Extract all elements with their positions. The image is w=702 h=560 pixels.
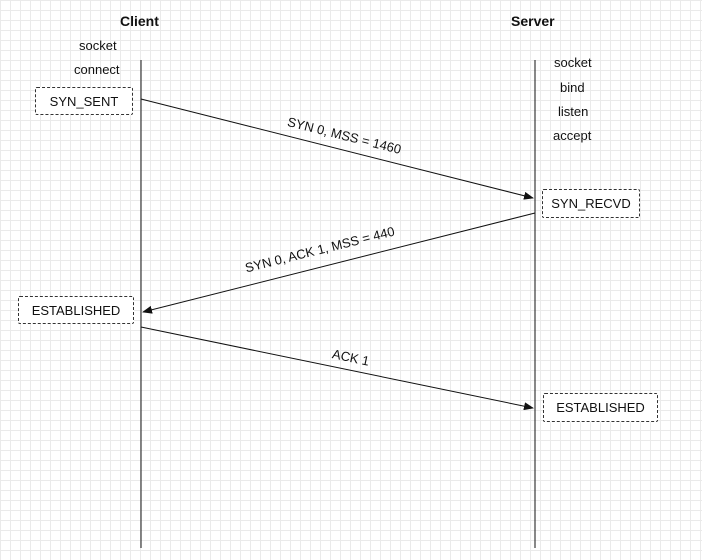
ack-arrow	[140, 326, 534, 411]
client-call-connect: connect	[74, 62, 120, 77]
server-state-established: ESTABLISHED	[543, 393, 658, 422]
server-state-syn-recvd: SYN_RECVD	[542, 189, 640, 218]
client-title: Client	[120, 13, 159, 29]
client-call-socket: socket	[79, 38, 117, 53]
server-call-accept: accept	[553, 128, 592, 143]
client-state-syn-sent: SYN_SENT	[35, 87, 133, 115]
server-call-bind: bind	[560, 80, 585, 95]
server-call-socket: socket	[554, 55, 592, 70]
syn-arrow	[140, 98, 534, 200]
client-state-established: ESTABLISHED	[18, 296, 134, 324]
server-title: Server	[511, 13, 555, 29]
syn-ack-arrow	[142, 212, 536, 314]
server-call-listen: listen	[558, 104, 589, 119]
